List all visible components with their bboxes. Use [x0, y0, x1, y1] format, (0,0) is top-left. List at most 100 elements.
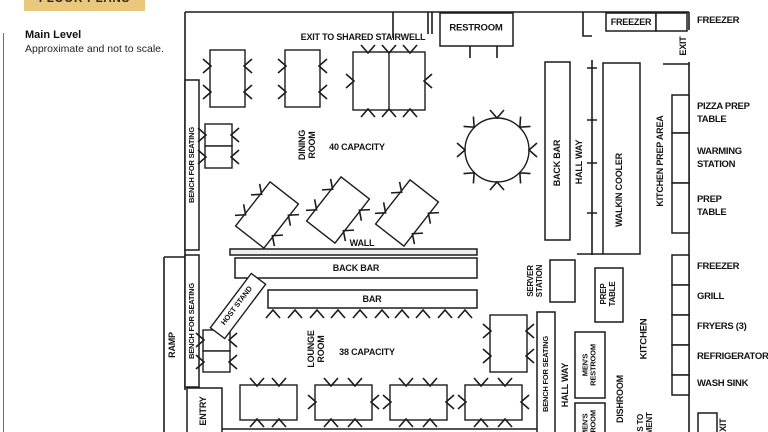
- chair-mark: [497, 417, 513, 428]
- hallway-bottom-label: HALL WAY: [559, 362, 570, 408]
- chair-mark: [347, 377, 363, 388]
- chair-mark: [345, 73, 356, 89]
- prep-table-box-bottom: [594, 267, 624, 323]
- back-bar-box: [234, 257, 478, 279]
- pizza-prep-table-box: [671, 94, 690, 134]
- chair-mark: [390, 181, 403, 194]
- chair-mark: [527, 142, 538, 158]
- restroom-door-ticks: [469, 46, 498, 58]
- chair-mark: [352, 308, 368, 319]
- freezer-box-lower: [671, 254, 690, 286]
- small-table: [202, 350, 231, 373]
- mens-restroom-box: [574, 331, 606, 399]
- chair-mark: [271, 377, 287, 388]
- pizza-prep-table-label: PIZZA PREP TABLE: [697, 101, 750, 125]
- chair-mark: [473, 417, 489, 428]
- freezer-inside-label: FREEZER: [610, 16, 652, 27]
- diagonal-table: [234, 180, 300, 250]
- bench-lower-label: BENCH FOR SEATING: [186, 282, 196, 360]
- chair-marks: [305, 178, 371, 242]
- fryers-box: [671, 314, 690, 346]
- dining-capacity-label: 40 CAPACITY: [329, 141, 385, 152]
- chair-mark: [330, 308, 346, 319]
- chair-mark: [489, 180, 505, 191]
- womens-restroom-label: WOMEN'S RESTROOM: [580, 410, 598, 432]
- chair-mark: [524, 323, 535, 339]
- chair-mark: [249, 377, 265, 388]
- chair-mark: [227, 354, 238, 370]
- chair-mark: [437, 308, 453, 319]
- dining-table: [209, 49, 246, 108]
- exit-stairwell-label: EXIT TO SHARED STAIRWELL: [300, 31, 426, 42]
- ramp-wall: [163, 256, 185, 432]
- tables: [202, 49, 530, 421]
- chair-mark: [402, 44, 418, 55]
- chair-mark: [307, 394, 318, 410]
- chair-mark: [381, 107, 397, 118]
- womens-restroom-box: [574, 402, 606, 432]
- chair-mark: [347, 417, 363, 428]
- chair-mark: [489, 109, 505, 120]
- chair-mark: [360, 44, 376, 55]
- chair-mark: [271, 417, 287, 428]
- stairs-to-basement-label: STAIRS TO BASEMENT: [636, 412, 655, 432]
- back-bar-vertical-label: BACK BAR: [551, 139, 562, 187]
- chair-mark: [398, 417, 414, 428]
- hallway-top-label: HALL WAY: [573, 139, 584, 185]
- fixtures: [184, 12, 718, 432]
- chair-mark: [360, 107, 376, 118]
- back-bar-vertical-box: [544, 61, 571, 241]
- chair-mark: [482, 348, 493, 364]
- chair-mark: [202, 84, 213, 100]
- lounge-table: [239, 384, 298, 421]
- chair-mark: [195, 354, 206, 370]
- chair-mark: [381, 44, 397, 55]
- chair-mark: [457, 308, 473, 319]
- chair-mark: [197, 149, 208, 165]
- chair-mark: [250, 183, 263, 196]
- chair-mark: [323, 377, 339, 388]
- lounge-table: [464, 384, 523, 421]
- kitchen-label: KITCHEN: [638, 318, 650, 360]
- bar-label: BAR: [362, 293, 382, 304]
- chair-mark: [277, 84, 288, 100]
- dishroom-label: DISHROOM: [614, 375, 625, 423]
- chair-mark: [271, 234, 284, 247]
- restroom-label: RESTROOM: [449, 22, 503, 34]
- page-border-line: [3, 33, 4, 432]
- chair-mark: [519, 116, 531, 128]
- freezer-notch: [582, 12, 592, 37]
- walkin-cooler-box: [602, 62, 641, 255]
- top-wall-door-ticks: [392, 12, 433, 38]
- chair-marks: [234, 183, 300, 247]
- chair-mark: [422, 377, 438, 388]
- chair-mark: [427, 211, 440, 224]
- chair-marks: [195, 44, 538, 428]
- warming-station-label: WARMING STATION: [697, 146, 742, 170]
- exit-bottom-label: EXIT: [717, 418, 728, 432]
- exit-bottom-box: [697, 412, 718, 432]
- chair-mark: [456, 142, 467, 158]
- chair-mark: [242, 84, 253, 100]
- lounge-room-label: LOUNGE ROOM: [305, 330, 326, 368]
- grill-label: GRILL: [697, 291, 724, 302]
- chair-mark: [287, 308, 303, 319]
- wash-sink-box: [671, 374, 690, 396]
- chair-mark: [519, 172, 531, 184]
- back-bar-label: BACK BAR: [332, 262, 380, 273]
- warming-station-box: [671, 132, 690, 184]
- chair-mark: [369, 394, 380, 410]
- chair-mark: [265, 308, 281, 319]
- small-table: [204, 145, 233, 169]
- chair-mark: [422, 73, 433, 89]
- chair-mark: [402, 107, 418, 118]
- chair-mark: [394, 308, 410, 319]
- chair-mark: [234, 204, 247, 217]
- chair-mark: [497, 377, 513, 388]
- chair-mark: [374, 202, 387, 215]
- ramp-label: RAMP: [166, 332, 177, 358]
- walkin-cooler-label: WALKIN COOLER: [613, 153, 624, 227]
- lounge-table: [314, 384, 373, 421]
- chair-mark: [323, 417, 339, 428]
